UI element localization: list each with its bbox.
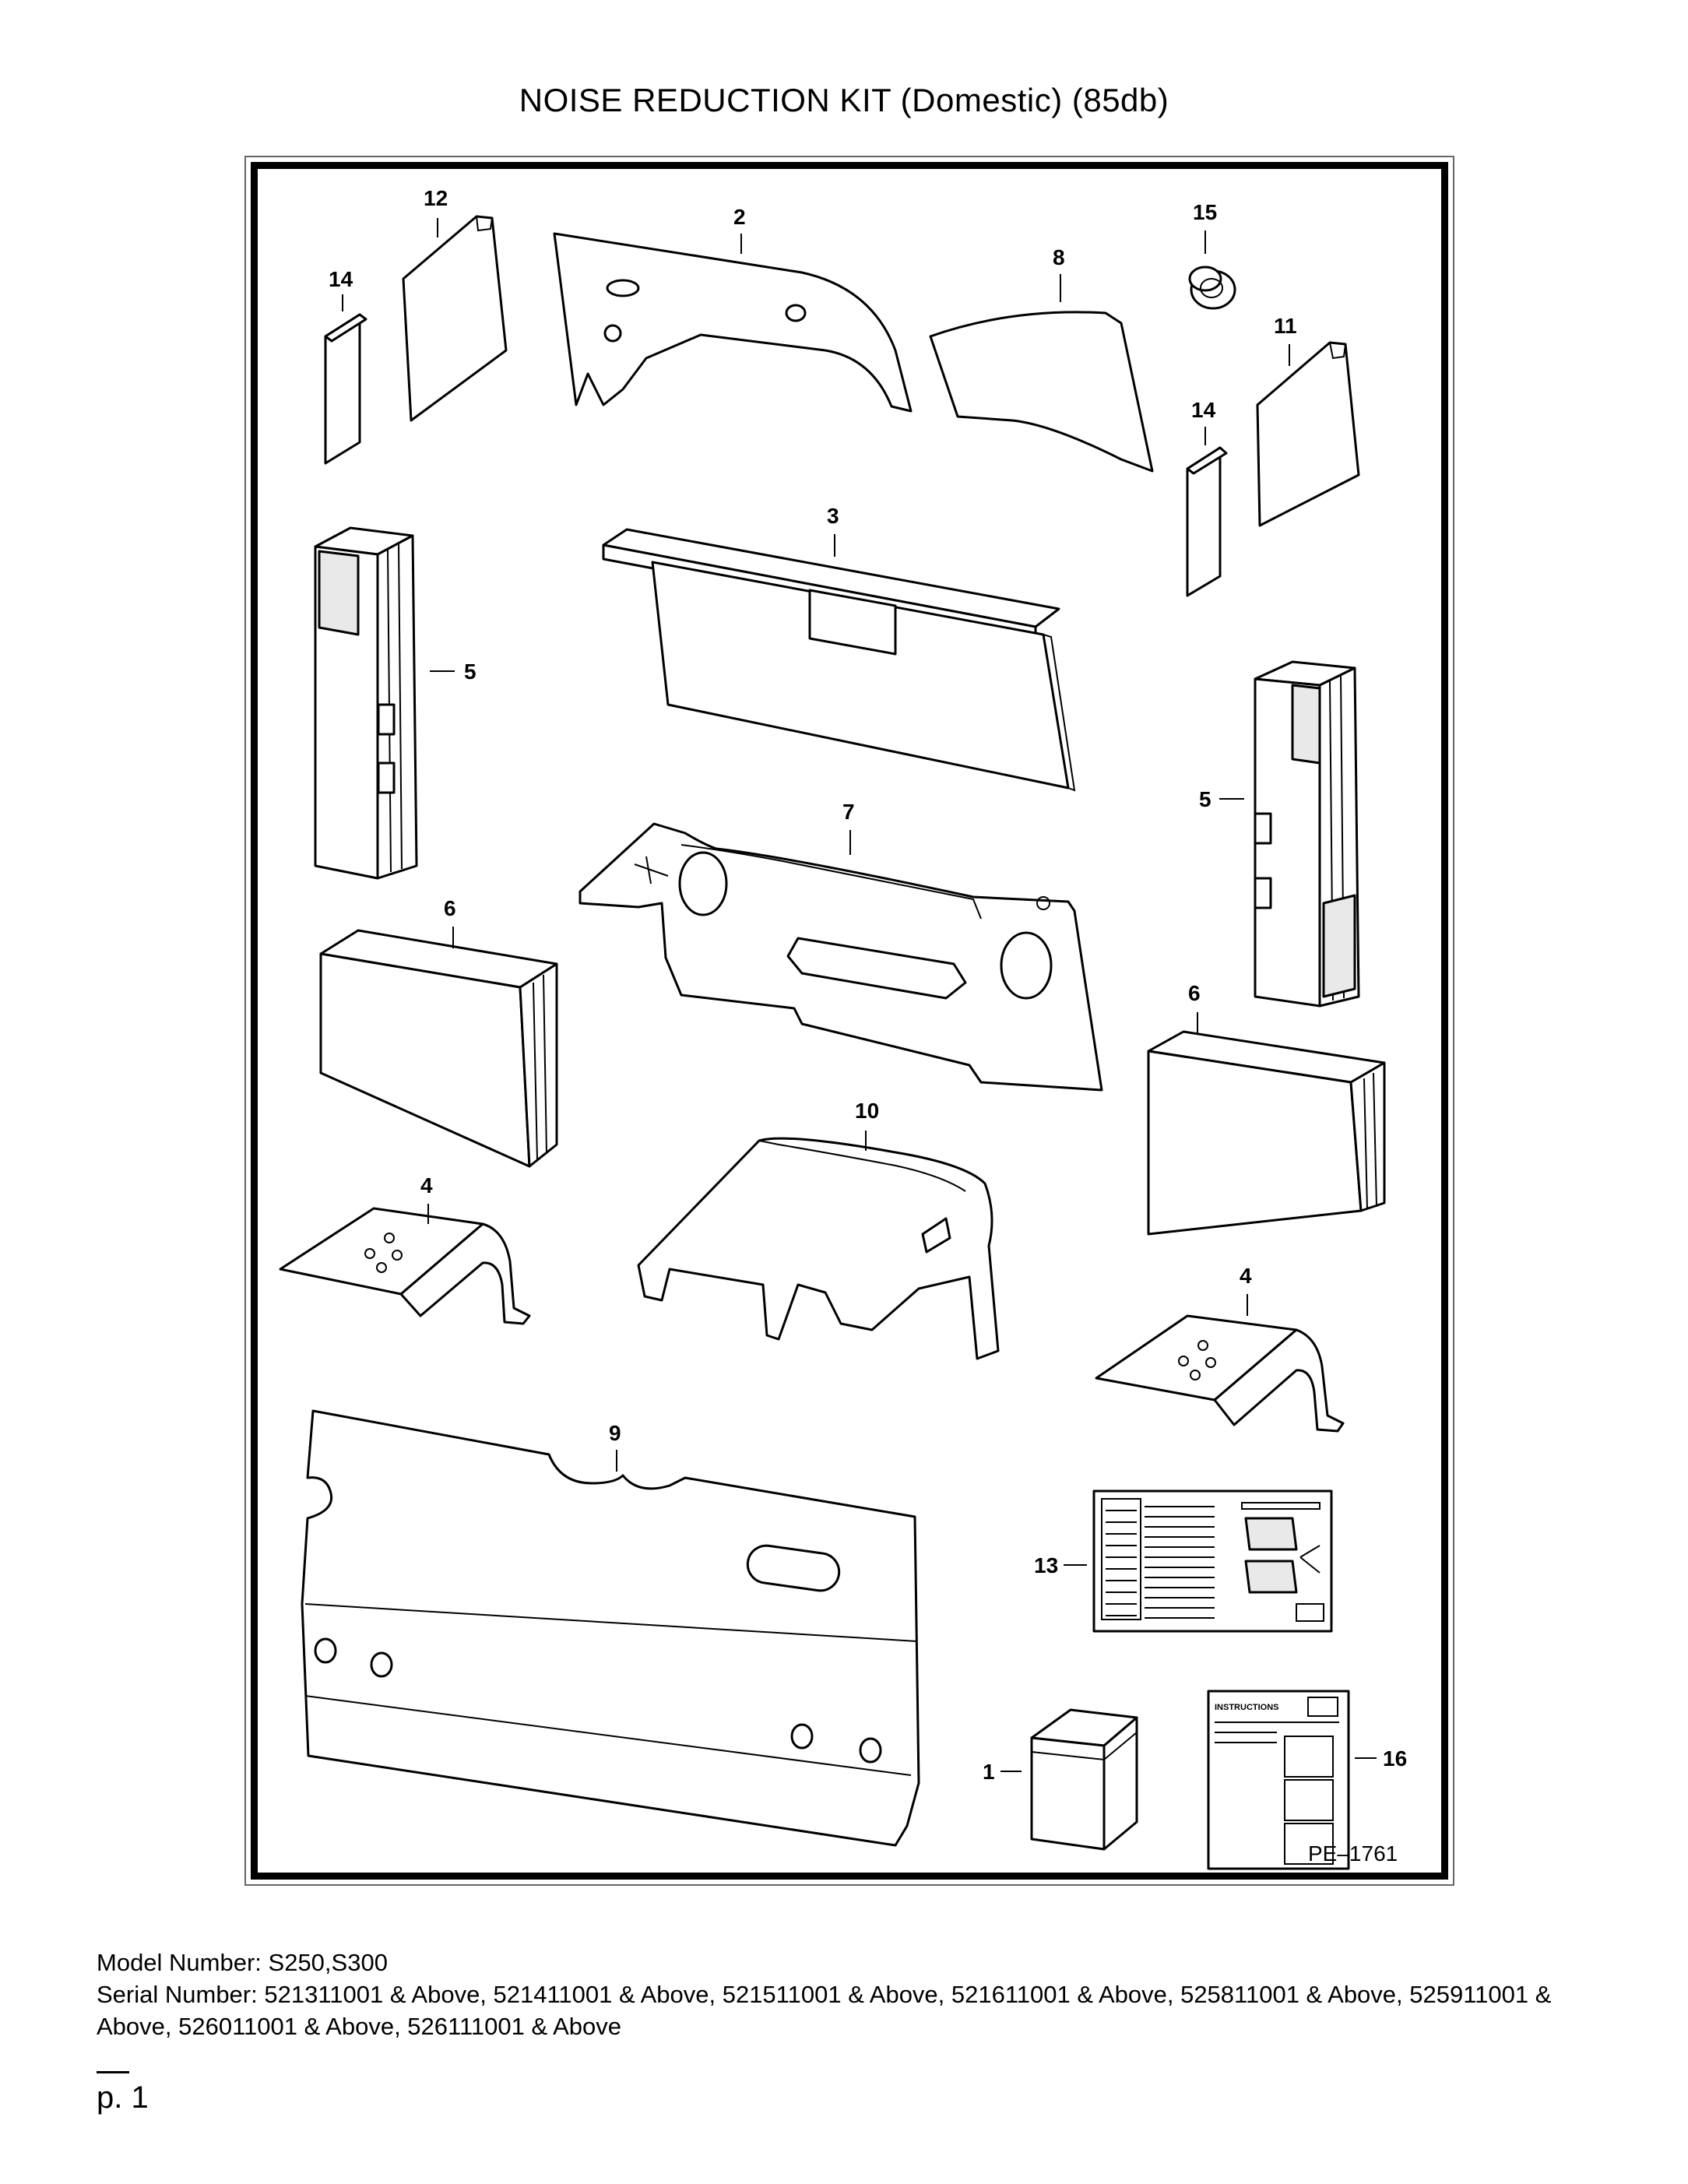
part-14-pad-right — [1186, 446, 1228, 597]
part-1-box — [1030, 1708, 1138, 1851]
part-5-left-stack — [314, 526, 418, 880]
part-2-headliner — [553, 232, 913, 413]
part-6-right-block — [1147, 1030, 1386, 1236]
callout-16: 16 — [1383, 1746, 1407, 1771]
part-4-right-bracket — [1095, 1314, 1345, 1433]
callout-6-left: 6 — [444, 896, 456, 920]
part-13-decal — [1092, 1489, 1333, 1633]
part-12-panel — [402, 215, 508, 422]
callout-4-left: 4 — [420, 1173, 433, 1198]
part-7-firewall-panel — [578, 822, 1103, 1092]
figure-frame — [251, 162, 1448, 1880]
callout-9: 9 — [609, 1421, 621, 1445]
part-5-right-stack — [1254, 660, 1360, 1008]
page-title: NOISE REDUCTION KIT (Domestic) (85db) — [519, 82, 1169, 118]
figure-frame-outer — [244, 156, 1454, 1886]
part-3-rear-panel — [602, 528, 1076, 792]
instructions-heading: INSTRUCTIONS — [1215, 1703, 1279, 1712]
part-14-pad-left — [324, 313, 367, 465]
figure-code: PE–1761 — [1308, 1841, 1398, 1866]
part-6-left-block — [319, 929, 558, 1168]
part-11-panel — [1256, 341, 1360, 527]
callout-11: 11 — [1274, 314, 1297, 338]
callout-10: 10 — [855, 1099, 879, 1123]
callout-13: 13 — [1034, 1553, 1058, 1577]
callout-14-left: 14 — [329, 267, 353, 291]
part-4-left-bracket — [279, 1207, 531, 1325]
callout-5-right: 5 — [1199, 787, 1211, 811]
page-divider — [97, 2071, 129, 2073]
part-9-panel — [301, 1409, 920, 1847]
part-16-instructions: INSTRUCTIONS — [1207, 1690, 1350, 1870]
part-8-panel — [929, 311, 1154, 473]
model-number: Model Number: S250,S300 — [97, 1949, 388, 1976]
serial-number: Serial Number: 521311001 & Above, 521411… — [97, 1981, 1552, 2040]
callout-3: 3 — [827, 504, 839, 528]
callout-7: 7 — [842, 800, 855, 824]
callout-1: 1 — [983, 1760, 995, 1784]
callout-5-left: 5 — [464, 659, 477, 684]
callout-4-right: 4 — [1240, 1264, 1252, 1288]
part-10-cover — [637, 1137, 1000, 1360]
callout-15: 15 — [1193, 200, 1217, 224]
callout-12: 12 — [424, 186, 448, 210]
callout-6-right: 6 — [1188, 981, 1201, 1005]
page-number: p. 1 — [97, 2080, 149, 2115]
callout-14-right: 14 — [1191, 398, 1216, 422]
callout-8: 8 — [1053, 245, 1065, 269]
part-15-grommet — [1188, 266, 1236, 310]
callout-2: 2 — [733, 205, 746, 229]
